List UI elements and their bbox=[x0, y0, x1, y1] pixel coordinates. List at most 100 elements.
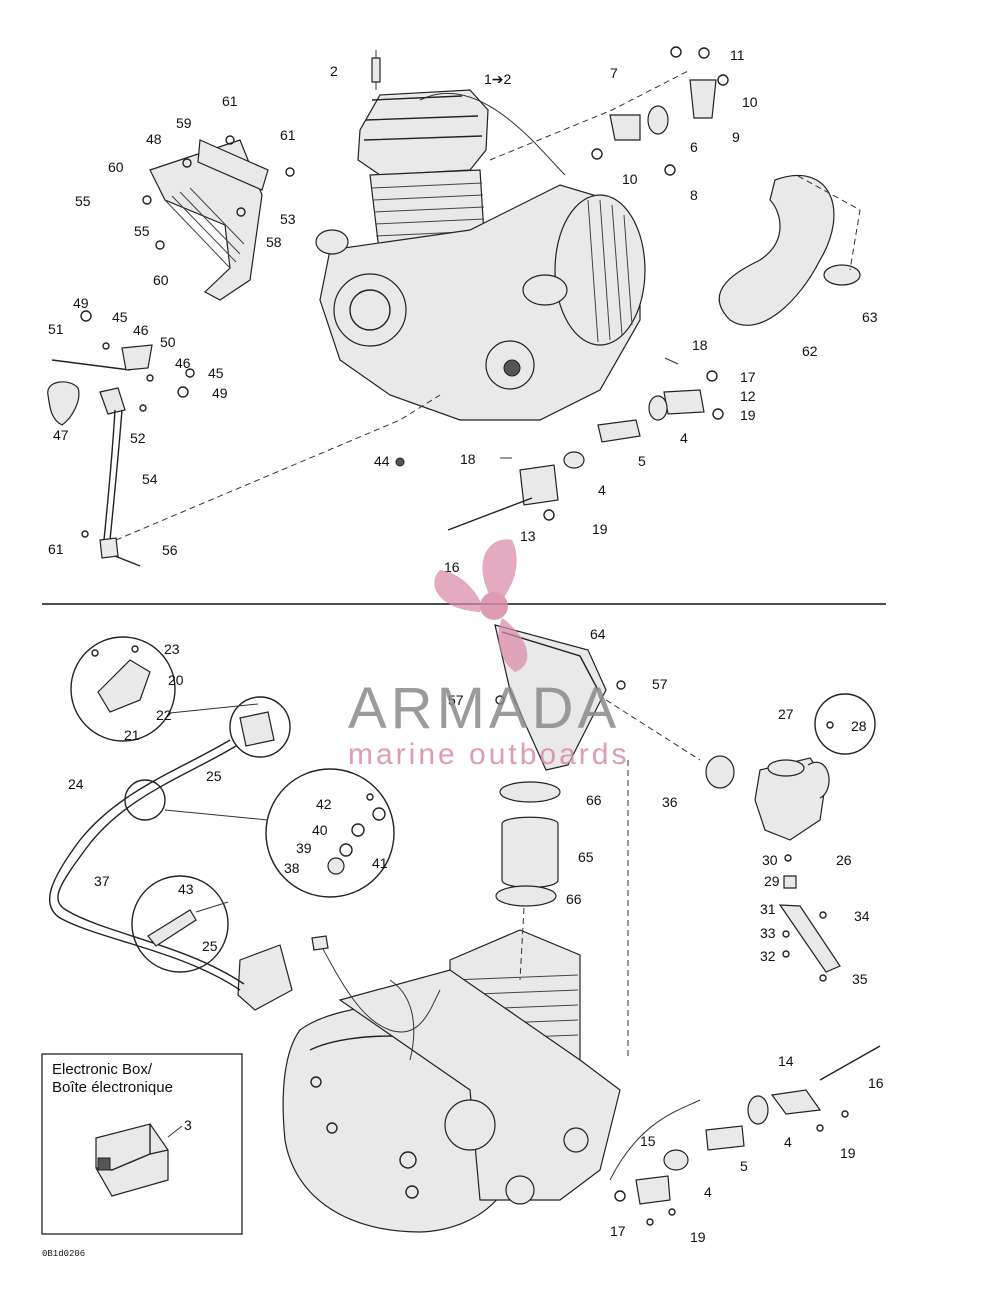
callout-bottom-21: 28 bbox=[851, 718, 867, 734]
callout-top-13: 60 bbox=[108, 159, 124, 175]
electronic-box-part-number: 3 bbox=[184, 1117, 192, 1133]
callout-top-28: 52 bbox=[130, 430, 146, 446]
callout-top-11: 61 bbox=[280, 127, 296, 143]
callout-top-3: 11 bbox=[730, 47, 745, 63]
callout-top-0: 2 bbox=[330, 63, 338, 79]
callout-top-41: 18 bbox=[460, 451, 476, 467]
callout-top-6: 9 bbox=[732, 129, 740, 145]
callout-bottom-9: 42 bbox=[316, 796, 332, 812]
callout-bottom-24: 26 bbox=[836, 852, 852, 868]
drawing-code: 0B1d0206 bbox=[42, 1249, 85, 1259]
callout-bottom-26: 31 bbox=[760, 901, 776, 917]
callout-top-23: 50 bbox=[160, 334, 176, 350]
callout-bottom-23: 30 bbox=[762, 852, 778, 868]
callout-top-5: 6 bbox=[690, 139, 698, 155]
callout-bottom-16: 25 bbox=[202, 938, 218, 954]
callout-bottom-22: 36 bbox=[662, 794, 678, 810]
callout-bottom-0: 64 bbox=[590, 626, 606, 642]
callout-top-2: 7 bbox=[610, 65, 618, 81]
callout-bottom-6: 21 bbox=[124, 727, 140, 743]
callout-bottom-20: 27 bbox=[778, 706, 794, 722]
callout-top-44: 13 bbox=[520, 528, 536, 544]
callout-top-33: 63 bbox=[862, 309, 878, 325]
callout-bottom-18: 65 bbox=[578, 849, 594, 865]
callout-bottom-34: 19 bbox=[840, 1145, 856, 1161]
callout-top-7: 10 bbox=[622, 171, 638, 187]
watermark: ARMADA marine outboards bbox=[348, 539, 629, 771]
callout-top-40: 44 bbox=[374, 453, 390, 469]
top-mounts bbox=[395, 46, 729, 531]
bottom-mounts bbox=[609, 1045, 881, 1226]
electronic-box-panel bbox=[41, 1053, 243, 1235]
callout-bottom-15: 43 bbox=[178, 881, 194, 897]
callout-bottom-29: 32 bbox=[760, 948, 776, 964]
bottom-carburetor bbox=[705, 693, 876, 982]
callout-top-29: 54 bbox=[142, 471, 158, 487]
callout-bottom-14: 37 bbox=[94, 873, 110, 889]
callout-bottom-36: 5 bbox=[740, 1158, 748, 1174]
callout-top-27: 47 bbox=[53, 427, 69, 443]
callout-top-26: 49 bbox=[212, 385, 228, 401]
callout-bottom-39: 19 bbox=[690, 1229, 706, 1245]
callout-bottom-5: 22 bbox=[156, 707, 172, 723]
callout-top-36: 12 bbox=[740, 388, 756, 404]
callout-bottom-33: 4 bbox=[784, 1134, 792, 1150]
callout-bottom-2: 57 bbox=[652, 676, 668, 692]
callout-bottom-25: 29 bbox=[764, 873, 780, 889]
callout-top-34: 18 bbox=[692, 337, 708, 353]
callout-top-15: 53 bbox=[280, 211, 296, 227]
callout-bottom-37: 4 bbox=[704, 1184, 712, 1200]
watermark-brand: ARMADA bbox=[348, 676, 620, 741]
electronic-box-labels: Electronic Box/ Boîte électronique 3 bbox=[52, 1061, 192, 1138]
callout-bottom-27: 34 bbox=[854, 908, 870, 924]
callout-top-43: 19 bbox=[592, 521, 608, 537]
callout-bottom-12: 39 bbox=[296, 840, 312, 856]
callout-top-18: 60 bbox=[153, 272, 169, 288]
top-left-throttle bbox=[47, 310, 441, 567]
callout-bottom-3: 23 bbox=[164, 641, 180, 657]
callout-bottom-35: 15 bbox=[640, 1133, 656, 1149]
callout-top-20: 45 bbox=[112, 309, 128, 325]
callout-bottom-4: 20 bbox=[168, 672, 184, 688]
callout-top-35: 17 bbox=[740, 369, 756, 385]
callout-top-32: 62 bbox=[802, 343, 818, 359]
callout-top-4: 10 bbox=[742, 94, 758, 110]
callout-top-37: 19 bbox=[740, 407, 756, 423]
top-exhaust-hose bbox=[718, 174, 861, 326]
callout-top-45: 16 bbox=[444, 559, 460, 575]
callout-top-1: 1➔2 bbox=[484, 71, 512, 87]
callout-bottom-8: 24 bbox=[68, 776, 84, 792]
callout-top-38: 4 bbox=[680, 430, 688, 446]
bottom-throttle-cable bbox=[48, 636, 395, 1011]
callout-top-24: 46 bbox=[175, 355, 191, 371]
callout-bottom-1: 57 bbox=[448, 692, 464, 708]
callouts-bottom: 64 57 57 23 20 22 21 25 24 42 40 41 39 38 37 4 32 5 66 65 66… bbox=[68, 626, 884, 1245]
callout-bottom-13: 38 bbox=[284, 860, 300, 876]
callout-bottom-11: 41 bbox=[372, 855, 388, 871]
callout-top-39: 5 bbox=[638, 453, 646, 469]
propeller-logo bbox=[434, 539, 528, 672]
callout-bottom-10: 40 bbox=[312, 822, 328, 838]
callout-top-14: 55 bbox=[75, 193, 91, 209]
callout-bottom-17: 66 bbox=[586, 792, 602, 808]
callout-top-42: 4 bbox=[598, 482, 606, 498]
callout-top-22: 46 bbox=[133, 322, 149, 338]
watermark-tagline: marine outboards bbox=[348, 738, 629, 771]
callout-top-25: 45 bbox=[208, 365, 224, 381]
callout-top-10: 59 bbox=[176, 115, 192, 131]
callout-top-19: 49 bbox=[73, 295, 89, 311]
callout-bottom-31: 14 bbox=[778, 1053, 794, 1069]
callout-top-9: 61 bbox=[222, 93, 238, 109]
callout-top-21: 51 bbox=[48, 321, 64, 337]
callout-top-12: 48 bbox=[146, 131, 162, 147]
electronic-box-title-en: Electronic Box/ bbox=[52, 1061, 153, 1078]
bottom-engine-assembly bbox=[282, 929, 621, 1233]
callout-bottom-19: 66 bbox=[566, 891, 582, 907]
callout-bottom-38: 17 bbox=[610, 1223, 626, 1239]
callout-top-30: 61 bbox=[48, 541, 64, 557]
electronic-box-title-fr: Boîte électronique bbox=[52, 1079, 173, 1096]
callout-bottom-32: 16 bbox=[868, 1075, 884, 1091]
callout-bottom-30: 35 bbox=[852, 971, 868, 987]
